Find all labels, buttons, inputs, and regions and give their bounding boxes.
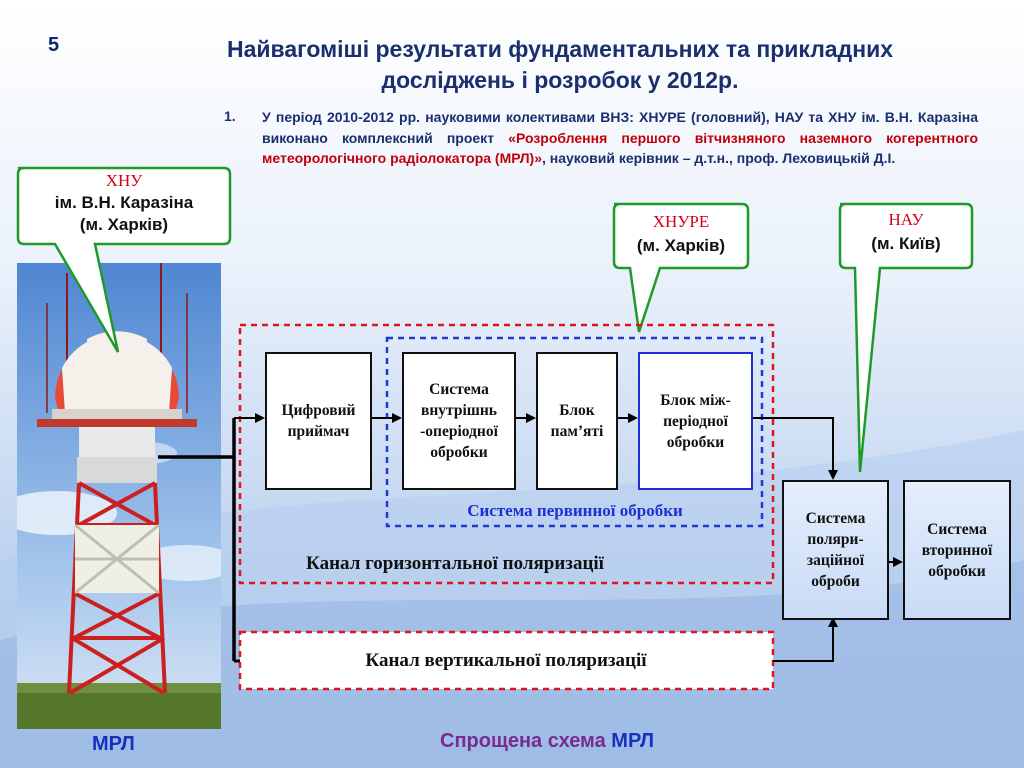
vertical-channel-frame — [238, 630, 775, 691]
callout-nau: НАУ (м. Київ) — [842, 208, 970, 256]
arrow-vertical-to-polarization — [773, 617, 838, 662]
inter-period-line2: періодної — [663, 412, 728, 430]
inter-period-line1: Блок між- — [660, 391, 731, 409]
callout-khnu-line2: ім. В.Н. Каразіна — [54, 193, 194, 212]
digital-receiver-block: Цифровий приймач — [265, 352, 372, 490]
memory-line2: пам’яті — [550, 423, 604, 440]
polarization-block: Система поляри- заційної оброби — [782, 480, 889, 620]
polarization-line2: поляри- — [807, 531, 864, 548]
scheme-caption-prefix: Спрощена схема — [440, 730, 606, 752]
callout-khnu-line3: (м. Харків) — [79, 215, 169, 234]
scheme-caption: Спрощена схема МРЛ — [440, 730, 654, 753]
slide-number: 5 — [48, 34, 60, 56]
polarization-line1: Система — [805, 510, 866, 527]
list-item-text: У період 2010-2012 рр. науковими колекти… — [262, 107, 978, 169]
slide-title: Найвагоміші результати фундаментальних т… — [150, 34, 970, 96]
title-line-2: досліджень і розробок у 2012р. — [381, 67, 739, 93]
vertical-channel-label: Канал вертикальної поляризації — [365, 650, 647, 671]
intra-period-line1: Система — [429, 381, 489, 398]
intra-period-line4: обробки — [430, 444, 488, 461]
intra-period-line3: -оперіодної — [420, 423, 498, 440]
mrl-caption: МРЛ — [92, 733, 135, 755]
digital-receiver-line2: приймач — [287, 423, 350, 440]
polarization-line4: оброби — [811, 573, 860, 590]
callout-khnure: ХНУРЕ (м. Харків) — [616, 210, 746, 258]
item-text-after: , науковий керівник – д.т.н., проф. Лехо… — [542, 150, 896, 166]
primary-system-frame — [385, 336, 764, 528]
memory-line1: Блок — [559, 402, 595, 419]
list-item-number: 1. — [224, 108, 236, 124]
callout-khnure-org: ХНУРЕ — [652, 212, 710, 231]
inter-period-block: Блок між- періодної обробки — [638, 352, 753, 490]
inter-period-line3: обробки — [666, 433, 725, 451]
horizontal-channel-frame — [238, 323, 775, 585]
callout-khnu-shape — [16, 166, 232, 353]
scheme-caption-suffix: МРЛ — [611, 730, 655, 752]
project-name: «Розроблення першого вітчизняного наземн… — [262, 129, 978, 167]
intra-period-line2: внутрішнь — [421, 402, 497, 419]
secondary-block: Система вторинної обробки — [903, 480, 1011, 620]
title-line-1: Найвагоміші результати фундаментальних т… — [226, 36, 894, 62]
secondary-line1: Система — [927, 520, 987, 538]
callout-khnu: ХНУ ім. В.Н. Каразіна (м. Харків) — [20, 170, 228, 236]
intra-period-block: Система внутрішнь -оперіодної обробки — [402, 352, 516, 490]
callout-khnure-line2: (м. Харків) — [636, 236, 726, 255]
callout-khnure-shape — [612, 202, 750, 333]
callout-nau-shape — [838, 202, 974, 473]
callout-nau-org: НАУ — [888, 210, 924, 229]
polarization-line3: заційної — [806, 552, 865, 569]
item-text-before: У період 2010-2012 рр. науковими колекти… — [262, 109, 978, 146]
arrow-inter-to-polarization — [751, 417, 838, 480]
primary-system-label: Система первинної обробки — [467, 501, 683, 520]
secondary-line2: вторинної — [921, 541, 993, 559]
callout-khnu-org: ХНУ — [105, 171, 143, 190]
callout-nau-line2: (м. Київ) — [871, 234, 941, 253]
radar-tower-image — [17, 263, 221, 729]
secondary-line3: обробки — [928, 562, 986, 580]
horizontal-channel-label: Канал горизонтальної поляризації — [306, 553, 604, 574]
memory-block: Блок пам’яті — [536, 352, 618, 490]
digital-receiver-line1: Цифровий — [281, 402, 356, 419]
